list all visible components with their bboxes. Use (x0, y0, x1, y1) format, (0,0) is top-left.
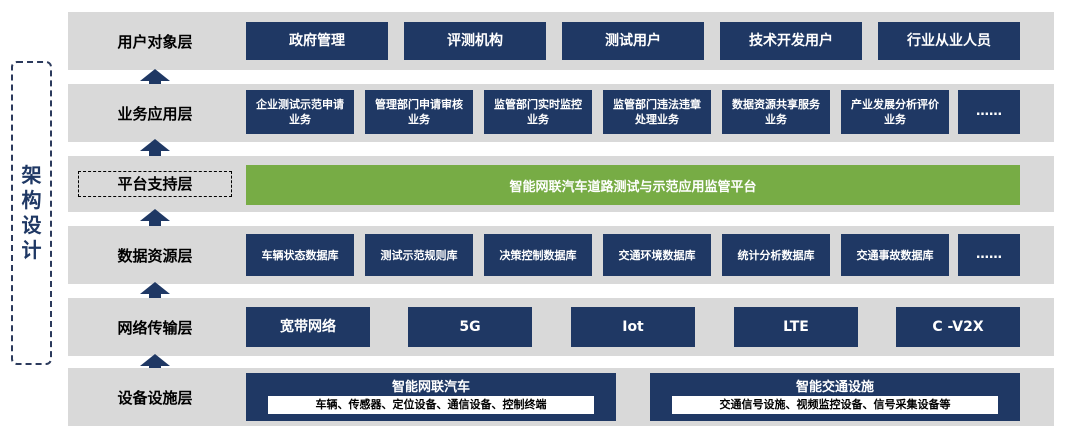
user-item: 政府管理 (246, 22, 388, 60)
device-group-title: 智能交通设施 (795, 380, 874, 395)
device-layer-label: 设备设施层 (117, 389, 193, 407)
device-group-traffic: 智能交通设施 交通信号设施、视频监控设备、信号采集设备等 (650, 373, 1020, 421)
device-group-title: 智能网联汽车 (391, 380, 470, 395)
network-item: C -V2X (896, 307, 1020, 347)
business-item: 监管部门违法违章处理业务 (603, 90, 711, 134)
network-layer-label: 网络传输层 (117, 319, 193, 337)
side-title-char: 架 (21, 163, 42, 187)
device-group-detail: 交通信号设施、视频监控设备、信号采集设备等 (672, 396, 998, 414)
platform-bar: 智能网联汽车道路测试与示范应用监管平台 (246, 165, 1020, 205)
up-arrow-icon (140, 69, 170, 91)
network-item: Iot (571, 307, 695, 347)
architecture-design-title: 架 构 设 计 (11, 163, 52, 263)
business-item: 管理部门申请审核业务 (365, 90, 473, 134)
side-title-char: 计 (21, 238, 42, 262)
business-layer-label: 业务应用层 (117, 105, 193, 123)
user-layer-label: 用户对象层 (117, 33, 193, 51)
business-item: 产业发展分析评价业务 (841, 90, 949, 134)
architecture-design-frame (11, 61, 52, 365)
device-group-vehicle: 智能网联汽车 车辆、传感器、定位设备、通信设备、控制终端 (246, 373, 616, 421)
user-item: 测试用户 (562, 22, 704, 60)
data-item: 交通环境数据库 (603, 234, 711, 276)
platform-layer-label: 平台支持层 (78, 171, 232, 197)
data-item: 测试示范规则库 (365, 234, 473, 276)
data-item: 决策控制数据库 (484, 234, 592, 276)
user-item: 评测机构 (404, 22, 546, 60)
network-item: 5G (408, 307, 532, 347)
up-arrow-icon (140, 139, 170, 161)
up-arrow-icon (140, 282, 170, 304)
business-item: 企业测试示范申请业务 (246, 90, 354, 134)
user-item: 技术开发用户 (720, 22, 862, 60)
up-arrow-icon (140, 354, 170, 376)
business-item: 数据资源共享服务业务 (722, 90, 830, 134)
network-item: LTE (734, 307, 858, 347)
business-item: 监管部门实时监控业务 (484, 90, 592, 134)
data-item: 统计分析数据库 (722, 234, 830, 276)
data-item-more: …… (958, 234, 1020, 276)
data-item: 交通事故数据库 (841, 234, 949, 276)
data-layer-label: 数据资源层 (117, 247, 193, 265)
up-arrow-icon (140, 209, 170, 231)
data-item: 车辆状态数据库 (246, 234, 354, 276)
business-item-more: …… (958, 90, 1020, 134)
user-item: 行业从业人员 (878, 22, 1020, 60)
network-item: 宽带网络 (246, 307, 370, 347)
device-group-detail: 车辆、传感器、定位设备、通信设备、控制终端 (268, 396, 594, 414)
side-title-char: 设 (21, 213, 42, 237)
network-layer-band (68, 298, 1054, 356)
side-title-char: 构 (21, 188, 42, 212)
